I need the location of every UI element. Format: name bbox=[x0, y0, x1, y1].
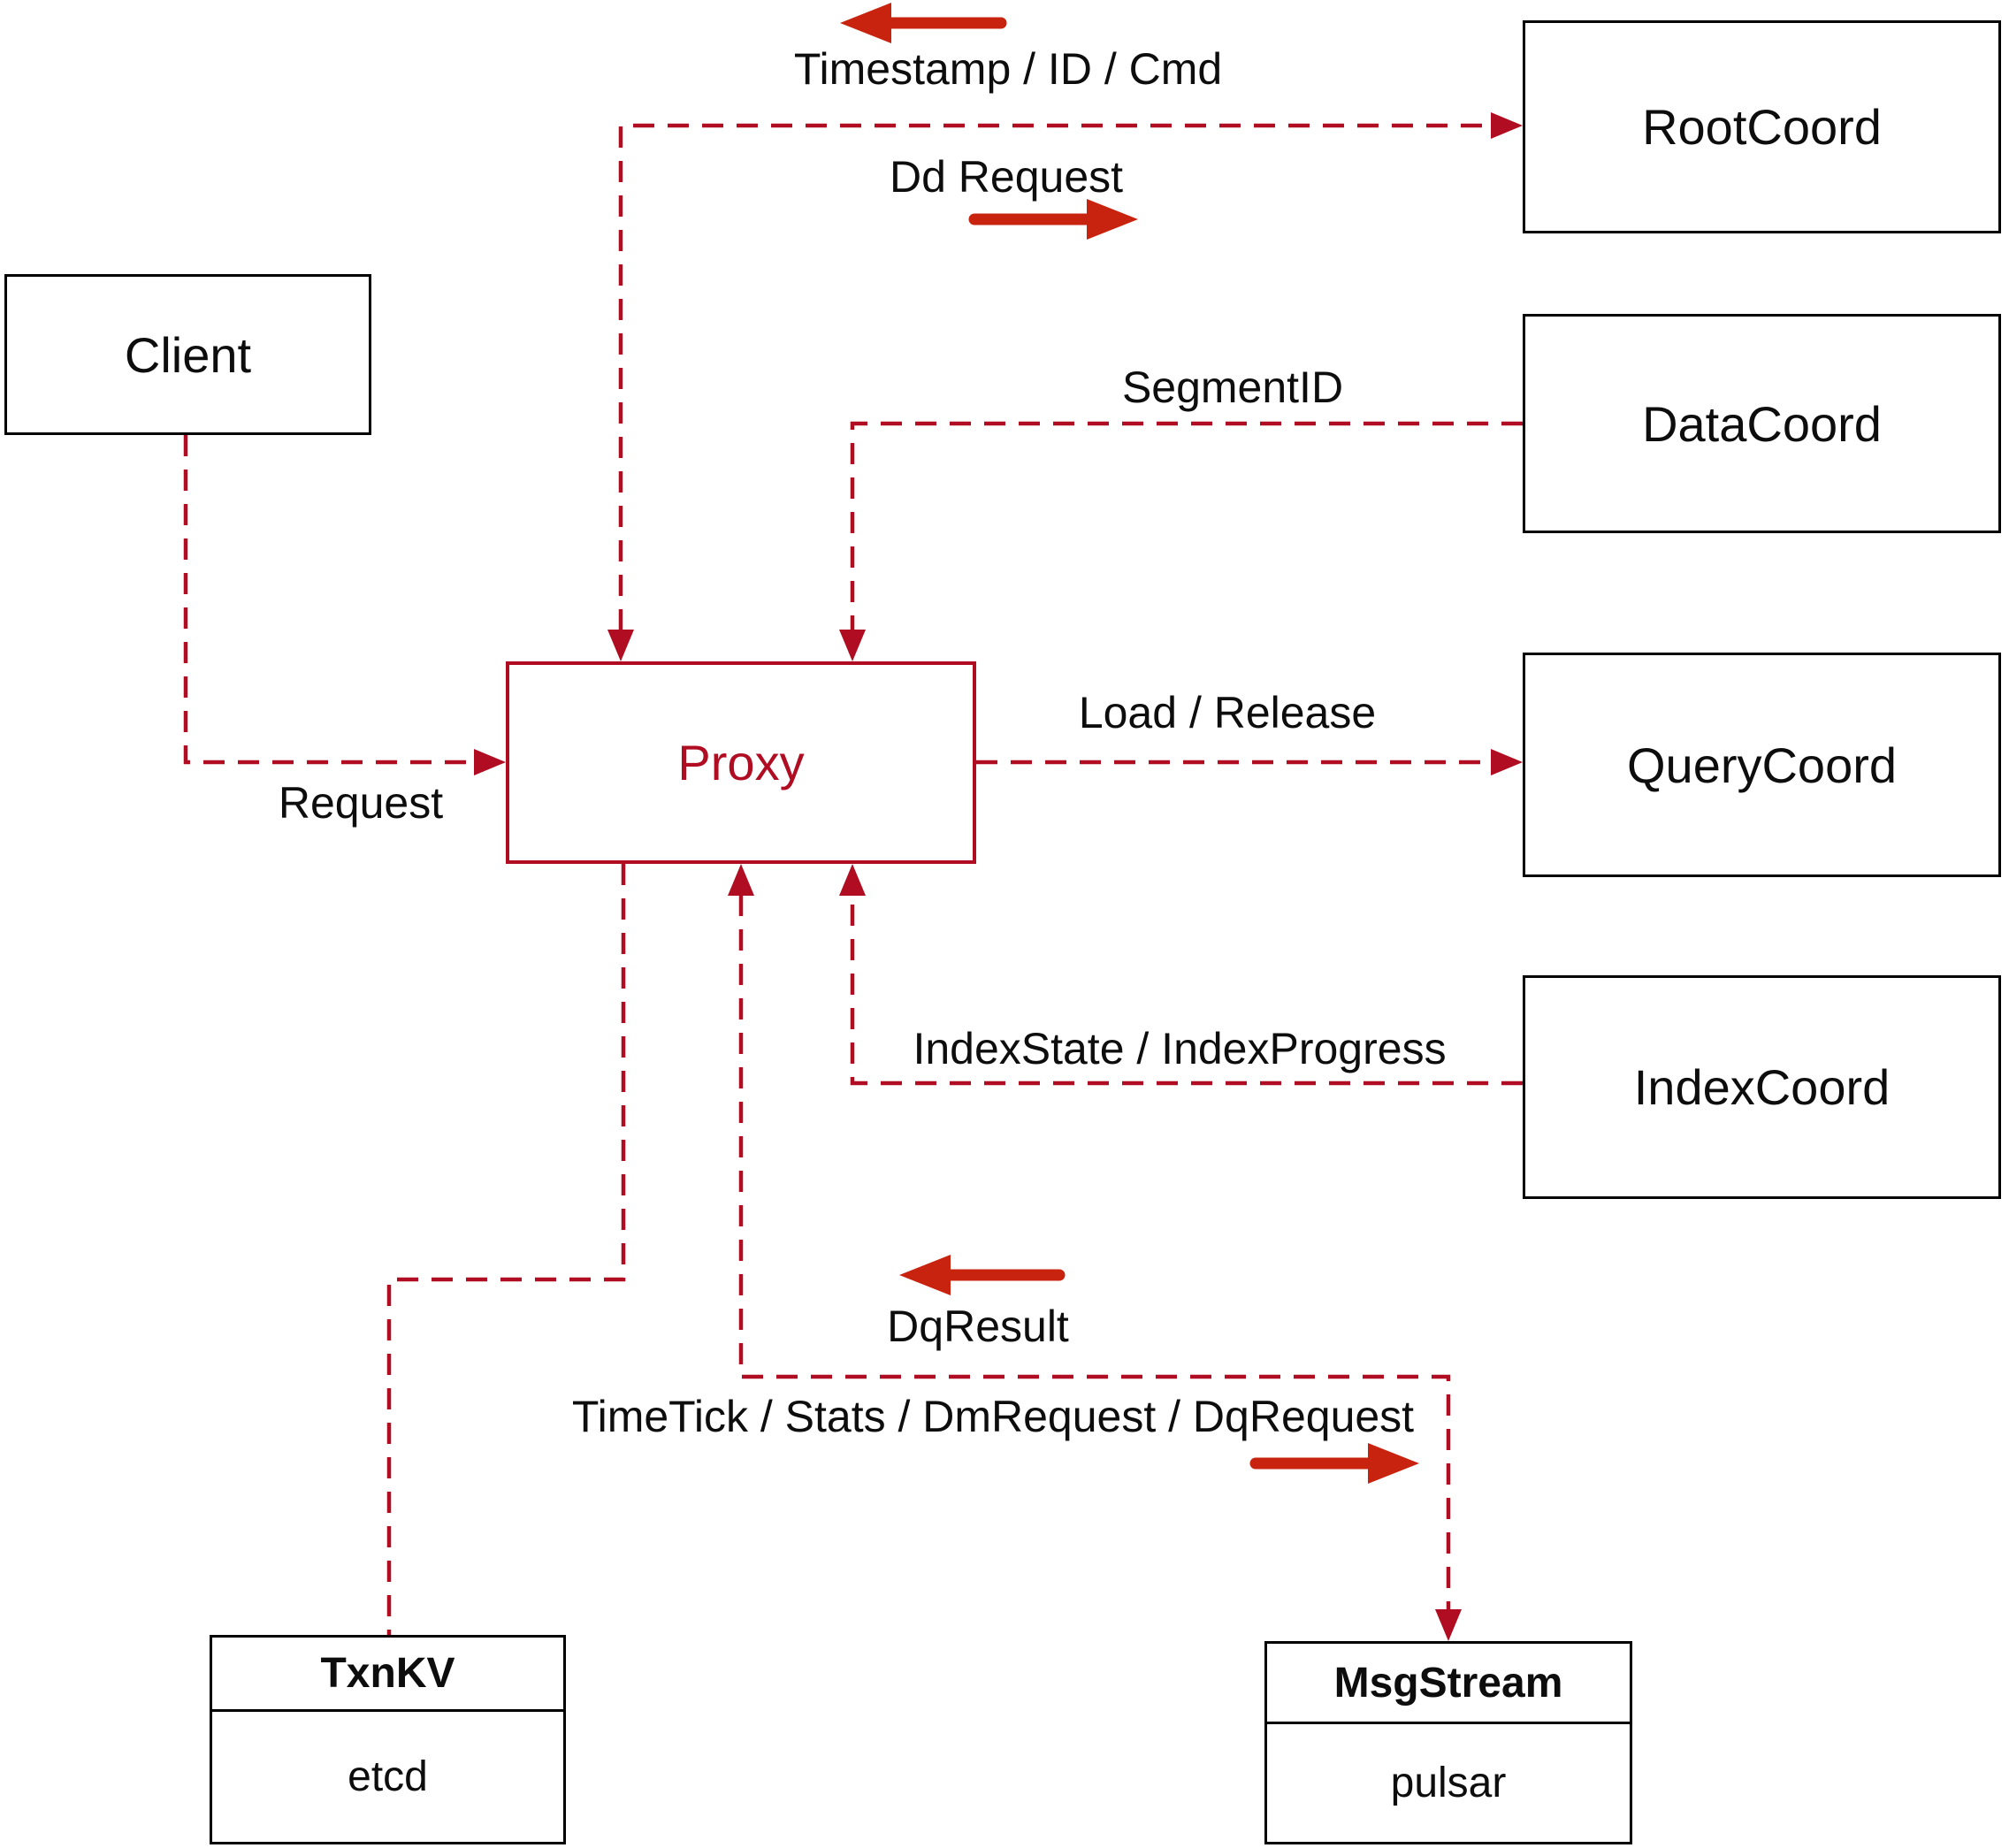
arrowhead-into-querycoord bbox=[1491, 749, 1523, 775]
node-datacoord-label: DataCoord bbox=[1642, 395, 1882, 452]
node-txnkv-subtitle: etcd bbox=[348, 1753, 428, 1800]
direction-arrow-dd-request-right bbox=[968, 199, 1138, 240]
edge-label-request: Request bbox=[278, 778, 444, 828]
arrowhead-into-msgstream bbox=[1435, 1609, 1462, 1641]
arrowhead-into-rootcoord bbox=[1491, 112, 1523, 139]
edge-label-time-tick: TimeTick / Stats / DmRequest / DqRequest bbox=[571, 1392, 1415, 1441]
edge-datacoord-proxy bbox=[839, 421, 1523, 661]
direction-arrow-timestamp-left bbox=[840, 3, 1007, 43]
node-querycoord: QueryCoord bbox=[1523, 653, 2001, 877]
arrowhead-into-proxy-top-left bbox=[607, 630, 634, 661]
edge-label-timestamp-id-cmd: Timestamp / ID / Cmd bbox=[793, 44, 1223, 94]
node-msgstream-title: MsgStream bbox=[1267, 1644, 1630, 1724]
arrowhead-into-proxy-bottom-right bbox=[839, 864, 866, 896]
arrowhead-into-proxy-left bbox=[474, 749, 506, 775]
edge-label-load-release: Load / Release bbox=[1078, 688, 1377, 737]
node-client-label: Client bbox=[124, 326, 252, 383]
edge-label-dd-request: Dd Request bbox=[889, 152, 1124, 202]
node-datacoord: DataCoord bbox=[1523, 314, 2001, 533]
direction-arrow-dq-result-left bbox=[899, 1255, 1066, 1295]
edge-proxy-txnkv bbox=[386, 864, 626, 1636]
edge-label-index-state-progress: IndexState / IndexProgress bbox=[913, 1024, 1447, 1073]
node-txnkv-title: TxnKV bbox=[212, 1638, 563, 1712]
node-msgstream-subtitle: pulsar bbox=[1390, 1760, 1507, 1806]
node-proxy-label: Proxy bbox=[677, 735, 805, 790]
edge-label-segment-id: SegmentID bbox=[1121, 363, 1344, 412]
arrowhead-into-proxy-bottom-left bbox=[728, 864, 754, 896]
edge-label-dq-result: DqResult bbox=[887, 1302, 1069, 1351]
node-proxy: Proxy bbox=[506, 661, 976, 864]
node-msgstream: MsgStream pulsar bbox=[1264, 1641, 1632, 1844]
node-txnkv: TxnKV etcd bbox=[210, 1635, 566, 1844]
node-querycoord-label: QueryCoord bbox=[1626, 737, 1898, 793]
edge-proxy-querycoord bbox=[976, 749, 1523, 775]
edge-proxy-msgstream bbox=[728, 864, 1462, 1641]
node-indexcoord-label: IndexCoord bbox=[1633, 1059, 1891, 1115]
arrowhead-into-proxy-top-right bbox=[839, 630, 866, 661]
node-indexcoord: IndexCoord bbox=[1523, 975, 2001, 1199]
node-client: Client bbox=[4, 274, 371, 435]
node-rootcoord-label: RootCoord bbox=[1642, 99, 1882, 155]
direction-arrow-time-tick-right bbox=[1249, 1443, 1419, 1484]
edge-client-proxy bbox=[183, 435, 506, 775]
node-rootcoord: RootCoord bbox=[1523, 20, 2001, 233]
